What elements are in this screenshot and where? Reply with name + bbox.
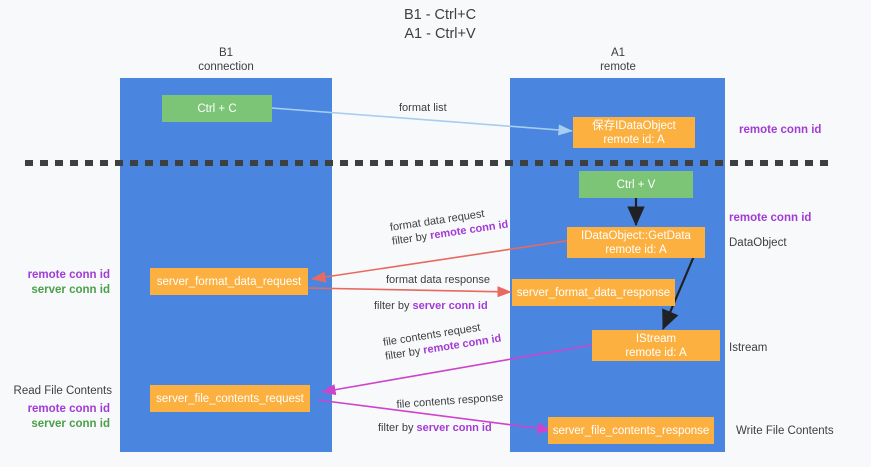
node-server-file-contents-request[interactable]: server_file_contents_request — [150, 385, 310, 412]
annotation-left-remote-conn-id-mid-text: remote conn id — [27, 269, 110, 281]
annotation-write-file-contents: Write File Contents — [736, 424, 834, 439]
edge-label-file-contents-request: file contents request filter by remote c… — [382, 318, 502, 364]
node-server-file-contents-response[interactable]: server_file_contents_response — [548, 417, 714, 444]
node-server-format-data-response-label: server_format_data_response — [516, 286, 671, 299]
annotation-read-file-contents-text: Read File Contents — [13, 385, 112, 397]
page-title-line1: B1 - Ctrl+C — [403, 7, 477, 23]
node-save-idataobject-line2: remote id: A — [603, 133, 665, 146]
annotation-left-server-conn-id-bot-text: server conn id — [31, 418, 110, 430]
annotation-left-server-conn-id-mid: server conn id — [0, 283, 110, 298]
annotation-dataobject-text: DataObject — [729, 237, 787, 249]
node-idataobject-getdata[interactable]: IDataObject::GetData remote id: A — [567, 227, 705, 258]
annotation-remote-conn-id-mid: remote conn id — [729, 211, 811, 226]
node-server-file-contents-request-label: server_file_contents_request — [156, 392, 304, 405]
page-title-line2: A1 - Ctrl+V — [404, 26, 476, 42]
node-save-idataobject-line1: 保存IDataObject — [592, 119, 676, 132]
edge-label-format-data-response: format data response — [386, 273, 490, 287]
node-idataobject-getdata-line2: remote id: A — [605, 243, 667, 256]
edge-label-format-data-request: format data request filter by remote con… — [389, 204, 509, 249]
column-header-a1: A1 remote — [548, 46, 688, 74]
annotation-remote-conn-id-top: remote conn id — [739, 123, 821, 138]
annotation-read-file-contents: Read File Contents — [0, 384, 112, 399]
annotation-remote-conn-id-mid-text: remote conn id — [729, 212, 812, 224]
edge-label-format-list-text: format list — [399, 102, 447, 114]
annotation-left-remote-conn-id-bot: remote conn id — [0, 402, 110, 417]
edge-label-file-contents-response-filter-prefix: filter by — [378, 422, 417, 434]
node-istream-line1: IStream — [635, 332, 677, 345]
column-header-b1-name: B1 — [218, 47, 234, 59]
edge-label-format-list: format list — [399, 101, 447, 115]
annotation-dataobject: DataObject — [729, 236, 787, 251]
annotation-istream: Istream — [729, 341, 767, 356]
edge-label-file-contents-response: file contents response — [396, 391, 504, 412]
node-server-format-data-response[interactable]: server_format_data_response — [512, 279, 675, 306]
arrow-format-data-response — [307, 286, 512, 298]
node-istream-line2: remote id: A — [625, 346, 687, 359]
annotation-istream-text: Istream — [729, 342, 768, 354]
node-ctrl-v[interactable]: Ctrl + V — [579, 171, 693, 198]
node-server-format-data-request[interactable]: server_format_data_request — [150, 268, 308, 295]
edge-label-format-data-response-filter-key: server conn id — [412, 300, 488, 312]
column-header-b1: B1 connection — [156, 46, 296, 74]
node-save-idataobject[interactable]: 保存IDataObject remote id: A — [573, 117, 695, 148]
node-server-format-data-request-label: server_format_data_request — [156, 275, 302, 288]
node-ctrl-c-label: Ctrl + C — [197, 102, 237, 115]
edge-label-file-contents-response-filter-key: server conn id — [416, 422, 492, 434]
page-title: B1 - Ctrl+C A1 - Ctrl+V — [335, 6, 545, 44]
column-header-b1-role: connection — [198, 61, 254, 73]
annotation-left-server-conn-id-mid-text: server conn id — [31, 284, 110, 296]
node-ctrl-v-label: Ctrl + V — [616, 178, 656, 191]
column-header-a1-name: A1 — [610, 47, 626, 59]
node-istream[interactable]: IStream remote id: A — [592, 330, 720, 361]
node-idataobject-getdata-line1: IDataObject::GetData — [581, 229, 691, 242]
edge-label-format-data-response-text: format data response — [386, 274, 490, 286]
edge-label-file-contents-response-text: file contents response — [396, 391, 504, 411]
annotation-remote-conn-id-top-text: remote conn id — [739, 124, 822, 136]
node-ctrl-c[interactable]: Ctrl + C — [162, 95, 272, 122]
edge-label-format-data-response-filter: filter by server conn id — [374, 299, 488, 313]
node-server-file-contents-response-label: server_file_contents_response — [552, 424, 710, 437]
annotation-left-server-conn-id-bot: server conn id — [0, 417, 110, 432]
column-header-a1-role: remote — [600, 61, 636, 73]
annotation-write-file-contents-text: Write File Contents — [736, 425, 834, 437]
annotation-left-remote-conn-id-mid: remote conn id — [0, 268, 110, 283]
edge-label-file-contents-response-filter: filter by server conn id — [378, 421, 492, 435]
annotation-left-remote-conn-id-bot-text: remote conn id — [27, 403, 110, 415]
edge-label-format-data-response-filter-prefix: filter by — [374, 300, 413, 312]
